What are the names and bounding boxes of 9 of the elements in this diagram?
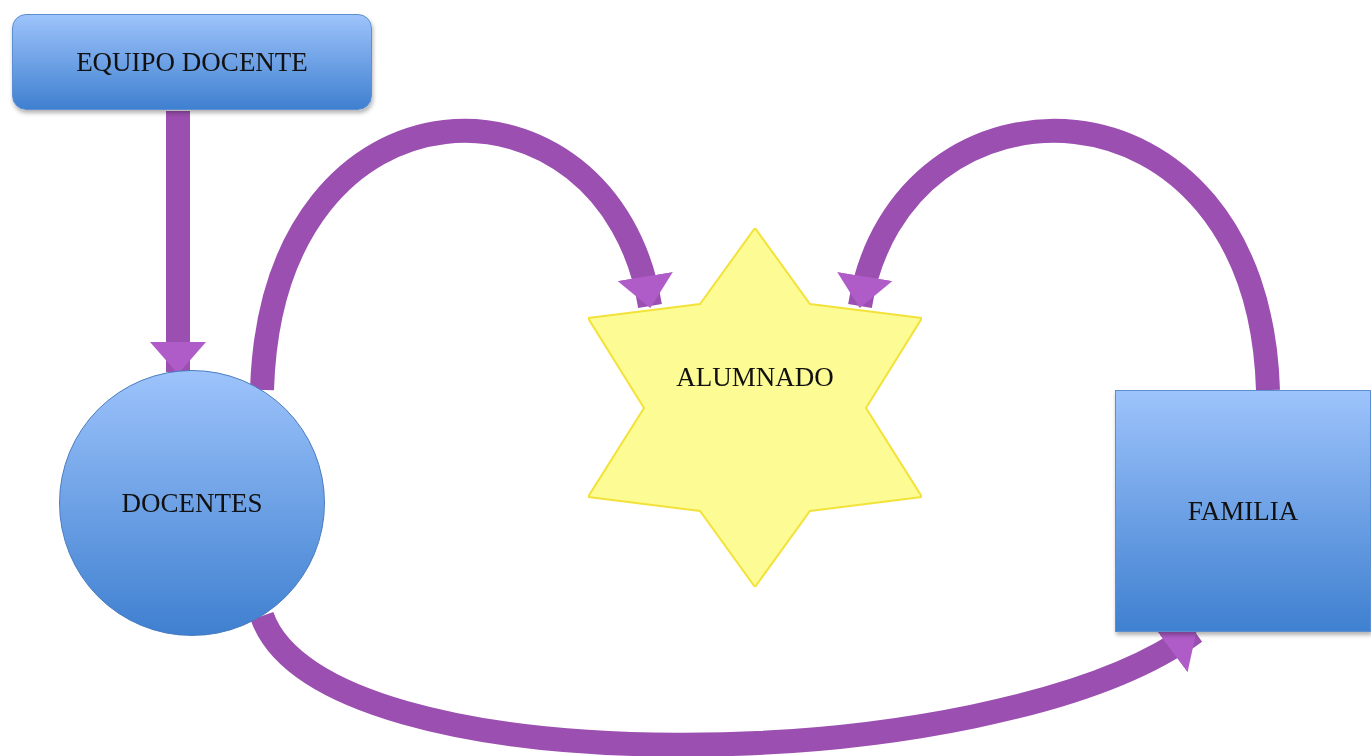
node-label: ALUMNADO [676,362,834,393]
node-label: FAMILIA [1187,495,1299,527]
arrow [252,609,1201,756]
node-label: EQUIPO DOCENTE [76,46,308,78]
node-label: DOCENTES [121,487,263,519]
process-box [12,14,372,110]
star-node [588,228,922,587]
arrow [150,111,206,374]
square-node [1115,390,1371,632]
